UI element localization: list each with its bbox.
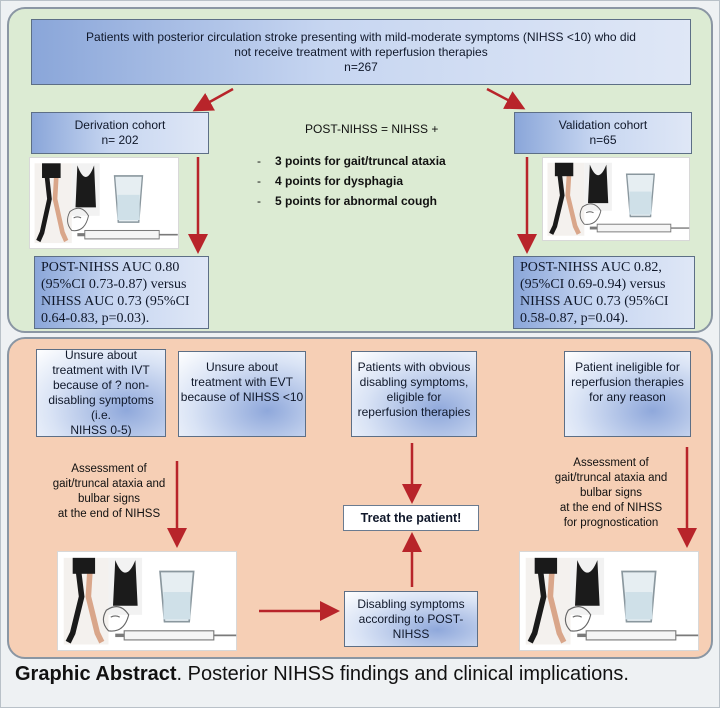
label-line: gait/truncal ataxia and <box>52 478 166 490</box>
ineligible-box: Patient ineligible for reperfusion thera… <box>564 351 691 437</box>
box-line: NIHSS <box>392 626 430 641</box>
assessment-left-label: Assessment of gait/truncal ataxia and bu… <box>39 462 179 522</box>
eligibility-line-2: not receive treatment with reperfusion t… <box>234 44 488 59</box>
formula-item: -5 points for abnormal cough <box>257 194 438 208</box>
validation-result-box: POST-NIHSS AUC 0.82, (95%CI 0.69-0.94) v… <box>513 256 695 329</box>
derivation-result-box: POST-NIHSS AUC 0.80 (95%CI 0.73-0.87) ve… <box>34 256 209 329</box>
box-line: disabling symptoms (i.e. <box>48 393 154 422</box>
formula-item: -3 points for gait/truncal ataxia <box>257 154 446 168</box>
derivation-n: n= 202 <box>101 133 139 147</box>
validation-n: n=65 <box>589 133 617 147</box>
label-line: bulbar signs <box>579 487 642 499</box>
result-line: NIHSS AUC 0.73 (95%CI <box>520 293 669 309</box>
box-line: for any reason <box>589 390 666 404</box>
disabling-symptoms-box: Disabling symptoms according to POST- NI… <box>344 591 478 647</box>
label-line: gait/truncal ataxia and <box>554 472 668 484</box>
evt-uncertain-box: Unsure about treatment with EVT because … <box>178 351 306 437</box>
box-line: eligible for <box>386 390 442 404</box>
box-line: Patient ineligible for <box>575 360 680 374</box>
eligibility-line-1: Patients with posterior circulation stro… <box>86 29 636 44</box>
arrow-to-derivation <box>192 87 234 112</box>
caption-text: . Posterior NIHSS findings and clinical … <box>176 663 629 685</box>
legs-glass-syringe-icon <box>35 163 178 243</box>
eligibility-box: Patients with posterior circulation stro… <box>31 19 691 85</box>
box-line: treatment with EVT <box>190 375 294 389</box>
box-line: because of ? non- <box>52 378 150 392</box>
legs-glass-syringe-icon <box>64 558 236 645</box>
post-nihss-formula: POST-NIHSS = NIHSS + -3 points for gait/… <box>241 122 491 214</box>
formula-title: POST-NIHSS = NIHSS + <box>305 122 439 136</box>
caption-bold: Graphic Abstract <box>15 663 177 685</box>
result-line: (95%CI 0.73-0.87) versus <box>41 276 187 292</box>
box-line: treatment with IVT <box>52 363 150 377</box>
label-line: Assessment of <box>71 463 147 475</box>
treat-label: Treat the patient! <box>360 510 462 525</box>
formula-item: -4 points for dysphagia <box>257 174 404 188</box>
result-line: POST-NIHSS AUC 0.82, <box>520 259 662 275</box>
label-line: Assessment of <box>573 457 649 469</box>
ivt-uncertain-box: Unsure about treatment with IVT because … <box>36 348 166 437</box>
legs-glass-syringe-icon <box>526 558 698 645</box>
result-line: 0.64-0.83, p=0.03). <box>41 310 150 326</box>
box-line: Unsure about <box>205 360 279 374</box>
box-line: Patients with obvious <box>357 360 471 374</box>
box-line: NIHSS 0-5) <box>70 423 132 437</box>
label-line: at the end of NIHSS <box>559 502 663 514</box>
figure-caption: Graphic Abstract. Posterior NIHSS findin… <box>15 663 715 686</box>
box-line: because of NIHSS <10 <box>180 390 304 404</box>
arrow-to-validation <box>486 87 526 110</box>
formula-items: -3 points for gait/truncal ataxia -4 poi… <box>241 154 491 208</box>
result-line: NIHSS AUC 0.73 (95%CI <box>41 293 190 309</box>
result-line: (95%CI 0.69-0.94) versus <box>520 276 666 292</box>
box-line: Unsure about <box>64 348 138 362</box>
box-line: reperfusion therapies <box>571 375 684 389</box>
validation-cohort-box: Validation cohort n=65 <box>514 112 692 154</box>
validation-title: Validation cohort <box>558 118 648 132</box>
legs-glass-syringe-icon <box>548 163 690 236</box>
derivation-cohort-box: Derivation cohort n= 202 <box>31 112 209 154</box>
box-line: according to POST- <box>358 611 464 626</box>
eligibility-line-3: n=267 <box>344 59 378 74</box>
result-line: 0.58-0.87, p=0.04). <box>520 310 629 326</box>
box-line: Disabling symptoms <box>357 596 465 611</box>
result-line: POST-NIHSS AUC 0.80 <box>41 259 180 275</box>
obvious-disabling-box: Patients with obvious disabling symptoms… <box>351 351 477 437</box>
box-line: disabling symptoms, <box>359 375 469 389</box>
label-line: for prognostication <box>563 517 659 529</box>
assessment-right-label: Assessment of gait/truncal ataxia and bu… <box>541 456 681 531</box>
treat-patient-box: Treat the patient! <box>343 505 479 531</box>
label-line: at the end of NIHSS <box>57 508 161 520</box>
derivation-title: Derivation cohort <box>74 118 166 132</box>
label-line: bulbar signs <box>77 493 140 505</box>
box-line: reperfusion therapies <box>357 405 471 419</box>
